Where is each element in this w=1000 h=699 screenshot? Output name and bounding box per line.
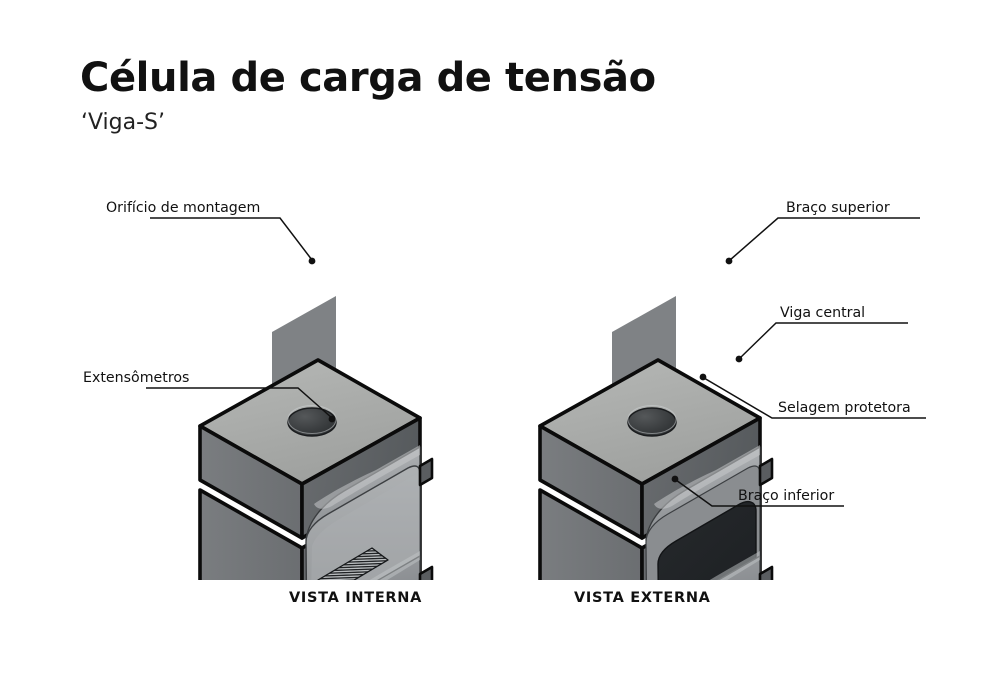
lower-slot-cut (369, 551, 421, 580)
diagram-external: Braço superior Viga central Selagem prot… (538, 200, 926, 580)
page-subtitle: ‘Viga-S’ (81, 110, 166, 135)
leader-lower-arm (671, 475, 844, 507)
caption-vista-interna: VISTA INTERNA (289, 590, 423, 606)
label-upper-arm: Braço superior (786, 200, 890, 216)
label-group-internal: Orifício de montagem Extensômetros (83, 200, 336, 423)
lower-arm-front-face-external (538, 488, 644, 580)
mounting-hole (287, 405, 337, 437)
lower-slot-external (709, 551, 761, 580)
caption-vista-externa: VISTA EXTERNA (574, 590, 711, 606)
label-lower-arm: Braço inferior (738, 488, 834, 504)
leader-mounting-hole (150, 217, 316, 265)
leader-upper-arm (725, 217, 920, 265)
lower-arm-front-face (198, 488, 304, 580)
label-protective-seal: Selagem protetora (778, 400, 911, 416)
mounting-hole-external (627, 405, 677, 437)
leader-protective-seal (699, 373, 926, 419)
strain-gauge (317, 547, 389, 580)
label-central-beam: Viga central (780, 305, 865, 321)
right-edge-notch-lower (418, 565, 434, 580)
load-cell-body-internal (198, 296, 434, 580)
right-edge-notch-upper (418, 457, 434, 487)
leader-strain-gauges (146, 387, 336, 423)
diagram-internal: Orifício de montagem Extensômetros (83, 200, 434, 580)
label-strain-gauges: Extensômetros (83, 370, 189, 386)
right-edge-notch-lower-external (758, 565, 774, 580)
label-group-external: Braço superior Viga central Selagem prot… (671, 200, 926, 507)
page-title: Célula de carga de tensão (80, 55, 656, 101)
right-edge-notch-upper-external (758, 457, 774, 487)
label-mounting-hole: Orifício de montagem (106, 200, 260, 216)
load-cell-body-external (538, 296, 774, 580)
leader-central-beam (735, 322, 908, 363)
protective-seal (657, 500, 757, 580)
diagram-stage: Orifício de montagem Extensômetros (83, 200, 926, 580)
